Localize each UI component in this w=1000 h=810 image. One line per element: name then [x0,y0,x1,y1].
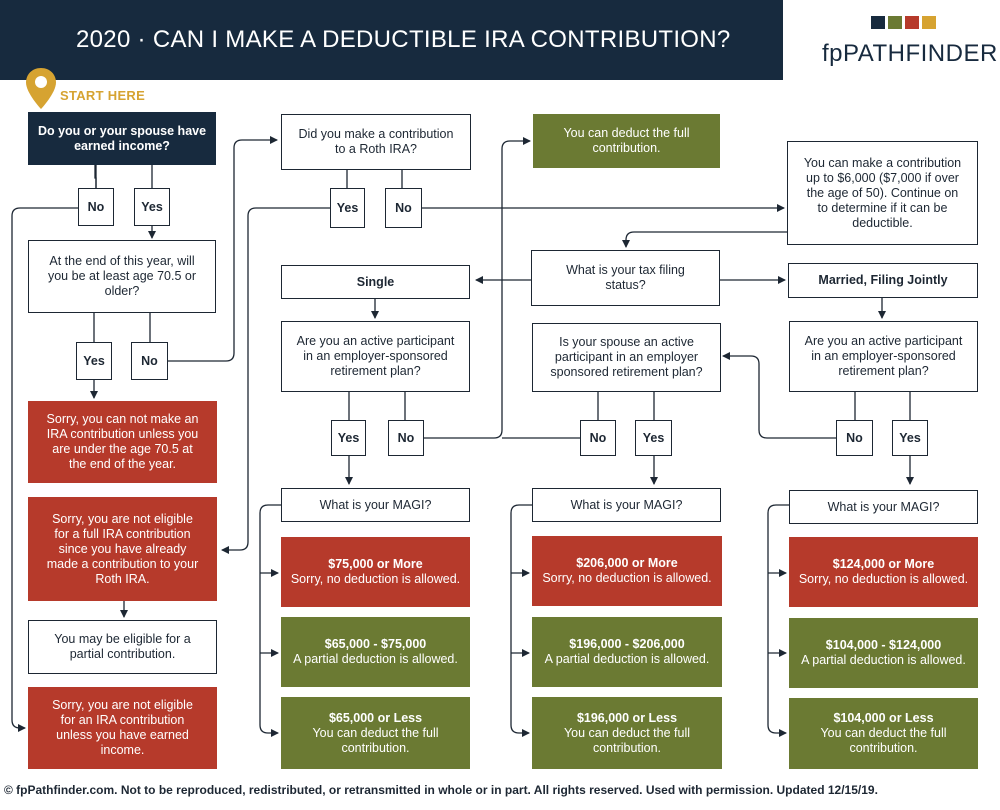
earned-sorry-result: Sorry, you are not eligible for an IRA c… [28,687,217,769]
single-active-question: Are you an active participant in an empl… [281,321,470,392]
logo-square-gold [922,16,936,29]
single-active-no: No [388,420,424,456]
magi-question-mfj: What is your MAGI? [789,490,978,524]
logo-area [783,0,1000,80]
full-deduct-result: You can deduct the full contribution. [533,114,720,168]
logo-wordmark: fpPATHFINDER [822,40,998,67]
spouse-active-question: Is your spouse an active participant in … [532,323,721,392]
roth-yes: Yes [330,188,365,228]
header-bar: 2020 · CAN I MAKE A DEDUCTIBLE IRA CONTR… [0,0,783,80]
page-title: 2020 · CAN I MAKE A DEDUCTIBLE IRA CONTR… [76,26,731,53]
earned-income-no: No [78,188,114,226]
spouse-active-yes: Yes [635,420,672,456]
single-status: Single [281,265,470,299]
age-sorry-result: Sorry, you can not make an IRA contribut… [28,401,217,483]
start-here-label: START HERE [60,88,146,103]
mfj-active-yes: Yes [892,420,928,456]
footer-copyright: © fpPathfinder.com. Not to be reproduced… [4,783,878,797]
mfj-active-question: Are you an active participant in an empl… [789,321,978,392]
roth-no: No [385,188,422,228]
spouse-active-no: No [580,420,616,456]
married-filing-jointly-status: Married, Filing Jointly [788,263,978,298]
logo-square-navy [871,16,885,29]
earned-income-question: Do you or your spouse have earned income… [28,112,216,165]
contribution-limit-box: You can make a contribution up to $6,000… [787,141,978,245]
filing-status-question: What is your tax filing status? [531,250,720,306]
roth-question: Did you make a contribution to a Roth IR… [281,114,471,170]
roth-sorry-result: Sorry, you are not eligible for a full I… [28,497,217,601]
magi-question-single: What is your MAGI? [281,488,470,522]
logo-square-red [905,16,919,29]
partial-eligible-result: You may be eligible for a partial contri… [28,620,217,674]
age-yes: Yes [76,342,112,380]
earned-income-yes: Yes [134,188,170,226]
magi-question-spouse: What is your MAGI? [532,488,721,522]
single-active-yes: Yes [331,420,366,456]
mfj-active-no: No [836,420,873,456]
age-question: At the end of this year, will you be at … [28,240,216,313]
logo-square-green [888,16,902,29]
age-no: No [131,342,168,380]
location-pin-icon [26,68,56,109]
